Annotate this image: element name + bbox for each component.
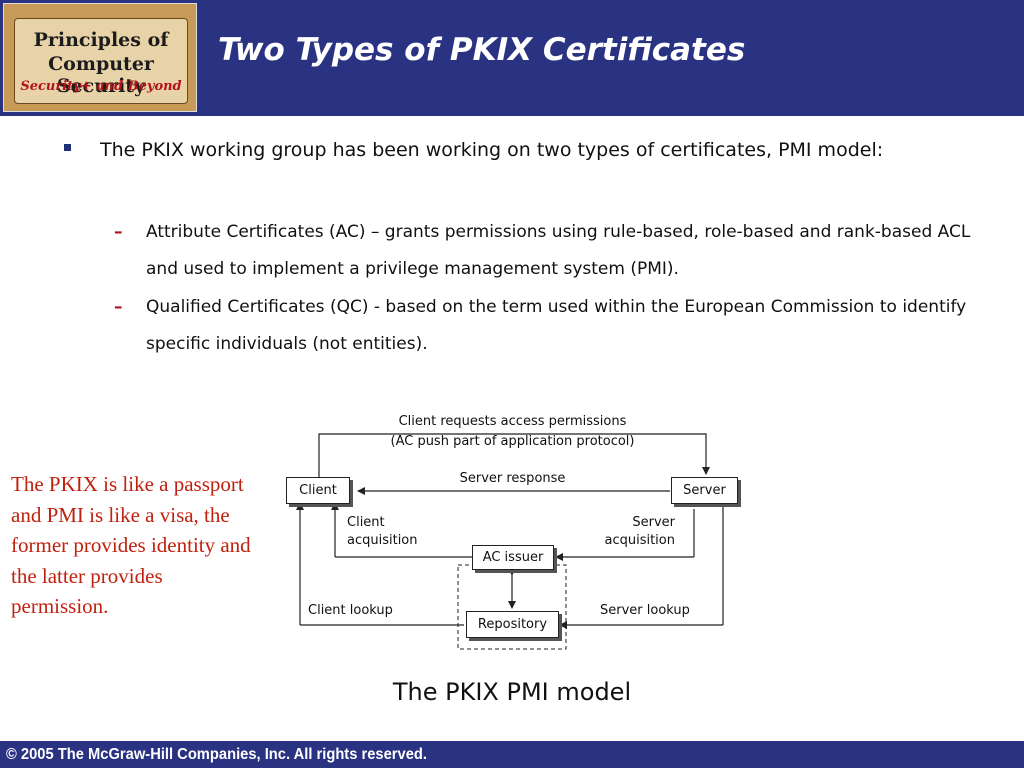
dash-bullet-icon: – <box>114 297 123 317</box>
server-box: Server <box>671 477 738 504</box>
ac-issuer-box: AC issuer <box>472 545 554 570</box>
server-lookup-label: Server lookup <box>600 603 690 618</box>
repository-box: Repository <box>466 611 559 638</box>
client-box: Client <box>286 477 350 504</box>
diagram-caption: The PKIX PMI model <box>392 678 632 706</box>
client-requests-label-1: Client requests access permissions <box>398 414 627 429</box>
client-requests-label-2: (AC push part of application protocol) <box>390 434 635 449</box>
pkix-pmi-diagram: Client Server AC issuer Repository Clien… <box>280 405 750 663</box>
client-acquisition-label-2: acquisition <box>347 533 418 548</box>
sub-bullet-ac: Attribute Certificates (AC) – grants per… <box>146 222 971 279</box>
server-acquisition-label-1: Server <box>632 515 675 530</box>
sub-bullet-qc: Qualified Certificates (QC) - based on t… <box>146 297 967 354</box>
diagram-connectors <box>296 433 724 650</box>
logo-line-1: Principles of <box>33 29 169 51</box>
dash-bullet-icon: – <box>114 222 123 242</box>
client-acquisition-label-1: Client <box>347 515 385 530</box>
client-lookup-label: Client lookup <box>308 603 393 618</box>
client-requests-arrow <box>318 433 710 477</box>
square-bullet-icon <box>64 144 71 151</box>
issuer-repository-enclosure <box>457 564 567 650</box>
footer-bar: © 2005 The McGraw-Hill Companies, Inc. A… <box>0 741 1024 768</box>
slide-title: Two Types of PKIX Certificates <box>218 32 746 68</box>
server-acquisition-label-2: acquisition <box>604 533 675 548</box>
copyright-text: © 2005 The McGraw-Hill Companies, Inc. A… <box>6 746 427 763</box>
server-response-label: Server response <box>459 471 566 486</box>
header-bar: Principles of Computer Security Security… <box>0 0 1024 116</box>
logo-plate: Principles of Computer Security Security… <box>14 18 188 104</box>
main-bullet-text: The PKIX working group has been working … <box>100 139 884 161</box>
logo-line-2: Computer Security <box>48 53 154 97</box>
logo-line-3: Security+ and Beyond <box>20 79 182 94</box>
book-logo: Principles of Computer Security Security… <box>3 3 197 112</box>
side-note: The PKIX is like a passport and PMI is l… <box>11 472 251 618</box>
